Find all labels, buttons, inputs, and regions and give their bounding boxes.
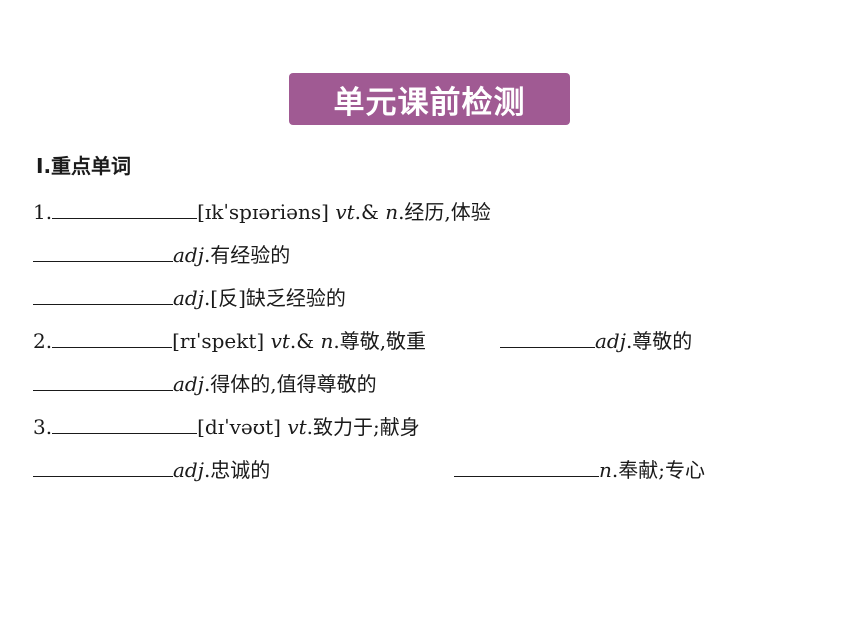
part-of-speech: adj [173, 372, 204, 396]
item-number: 3. [33, 415, 53, 439]
answer-blank[interactable] [33, 368, 173, 391]
meaning: .尊敬,敬重 [333, 329, 427, 353]
part-of-speech: vt [270, 329, 290, 353]
meaning: .致力于;献身 [306, 415, 420, 439]
banner-title: 单元课前检测 [333, 84, 526, 121]
section-heading: Ⅰ.重点单词 [36, 154, 132, 178]
part-of-speech: adj [173, 458, 204, 482]
vocab-line-7: adj.忠诚的 [33, 454, 270, 485]
meaning: .尊敬的 [625, 329, 693, 353]
part-of-speech: adj [173, 243, 204, 267]
part-of-speech: adj [595, 329, 626, 353]
answer-blank[interactable] [33, 282, 173, 305]
answer-blank[interactable] [52, 196, 198, 219]
section-banner: 单元课前检测 [289, 73, 570, 125]
meaning: .忠诚的 [203, 458, 271, 482]
vocab-line-2: adj.有经验的 [33, 239, 290, 270]
vocab-line-7-right: n.奉献;专心 [454, 454, 705, 485]
meaning: .[反]缺乏经验的 [203, 286, 346, 310]
vocab-line-6: 3. [dɪˈvəʊt] vt.致力于;献身 [33, 411, 420, 442]
part-of-speech: vt [287, 415, 307, 439]
item-number: 2. [33, 329, 53, 353]
phonetic: [ɪkˈspɪəriəns] [197, 200, 336, 224]
meaning: .奉献;专心 [611, 458, 705, 482]
part-of-speech: adj [173, 286, 204, 310]
meaning: .有经验的 [203, 243, 291, 267]
vocab-line-4: 2. [rɪˈspekt] vt.& n.尊敬,敬重 [33, 325, 426, 356]
meaning: .经历,体验 [398, 200, 491, 224]
vocab-line-5: adj.得体的,值得尊敬的 [33, 368, 377, 399]
answer-blank[interactable] [454, 454, 599, 477]
answer-blank[interactable] [52, 325, 173, 348]
phonetic: [dɪˈvəʊt] [197, 415, 288, 439]
meaning: .得体的,值得尊敬的 [203, 372, 377, 396]
answer-blank[interactable] [33, 454, 173, 477]
phonetic: [rɪˈspekt] [172, 329, 271, 353]
separator: .& [354, 200, 386, 224]
answer-blank[interactable] [500, 325, 595, 348]
vocab-line-3: adj.[反]缺乏经验的 [33, 282, 346, 313]
answer-blank[interactable] [52, 411, 198, 434]
vocab-line-4-right: adj.尊敬的 [500, 325, 692, 356]
item-number: 1. [33, 200, 53, 224]
answer-blank[interactable] [33, 239, 173, 262]
separator: .& [289, 329, 321, 353]
vocab-line-1: 1. [ɪkˈspɪəriəns] vt.& n.经历,体验 [33, 196, 491, 227]
part-of-speech: n [385, 200, 399, 224]
part-of-speech: vt [335, 200, 355, 224]
part-of-speech: n [320, 329, 334, 353]
part-of-speech: n [599, 458, 612, 482]
